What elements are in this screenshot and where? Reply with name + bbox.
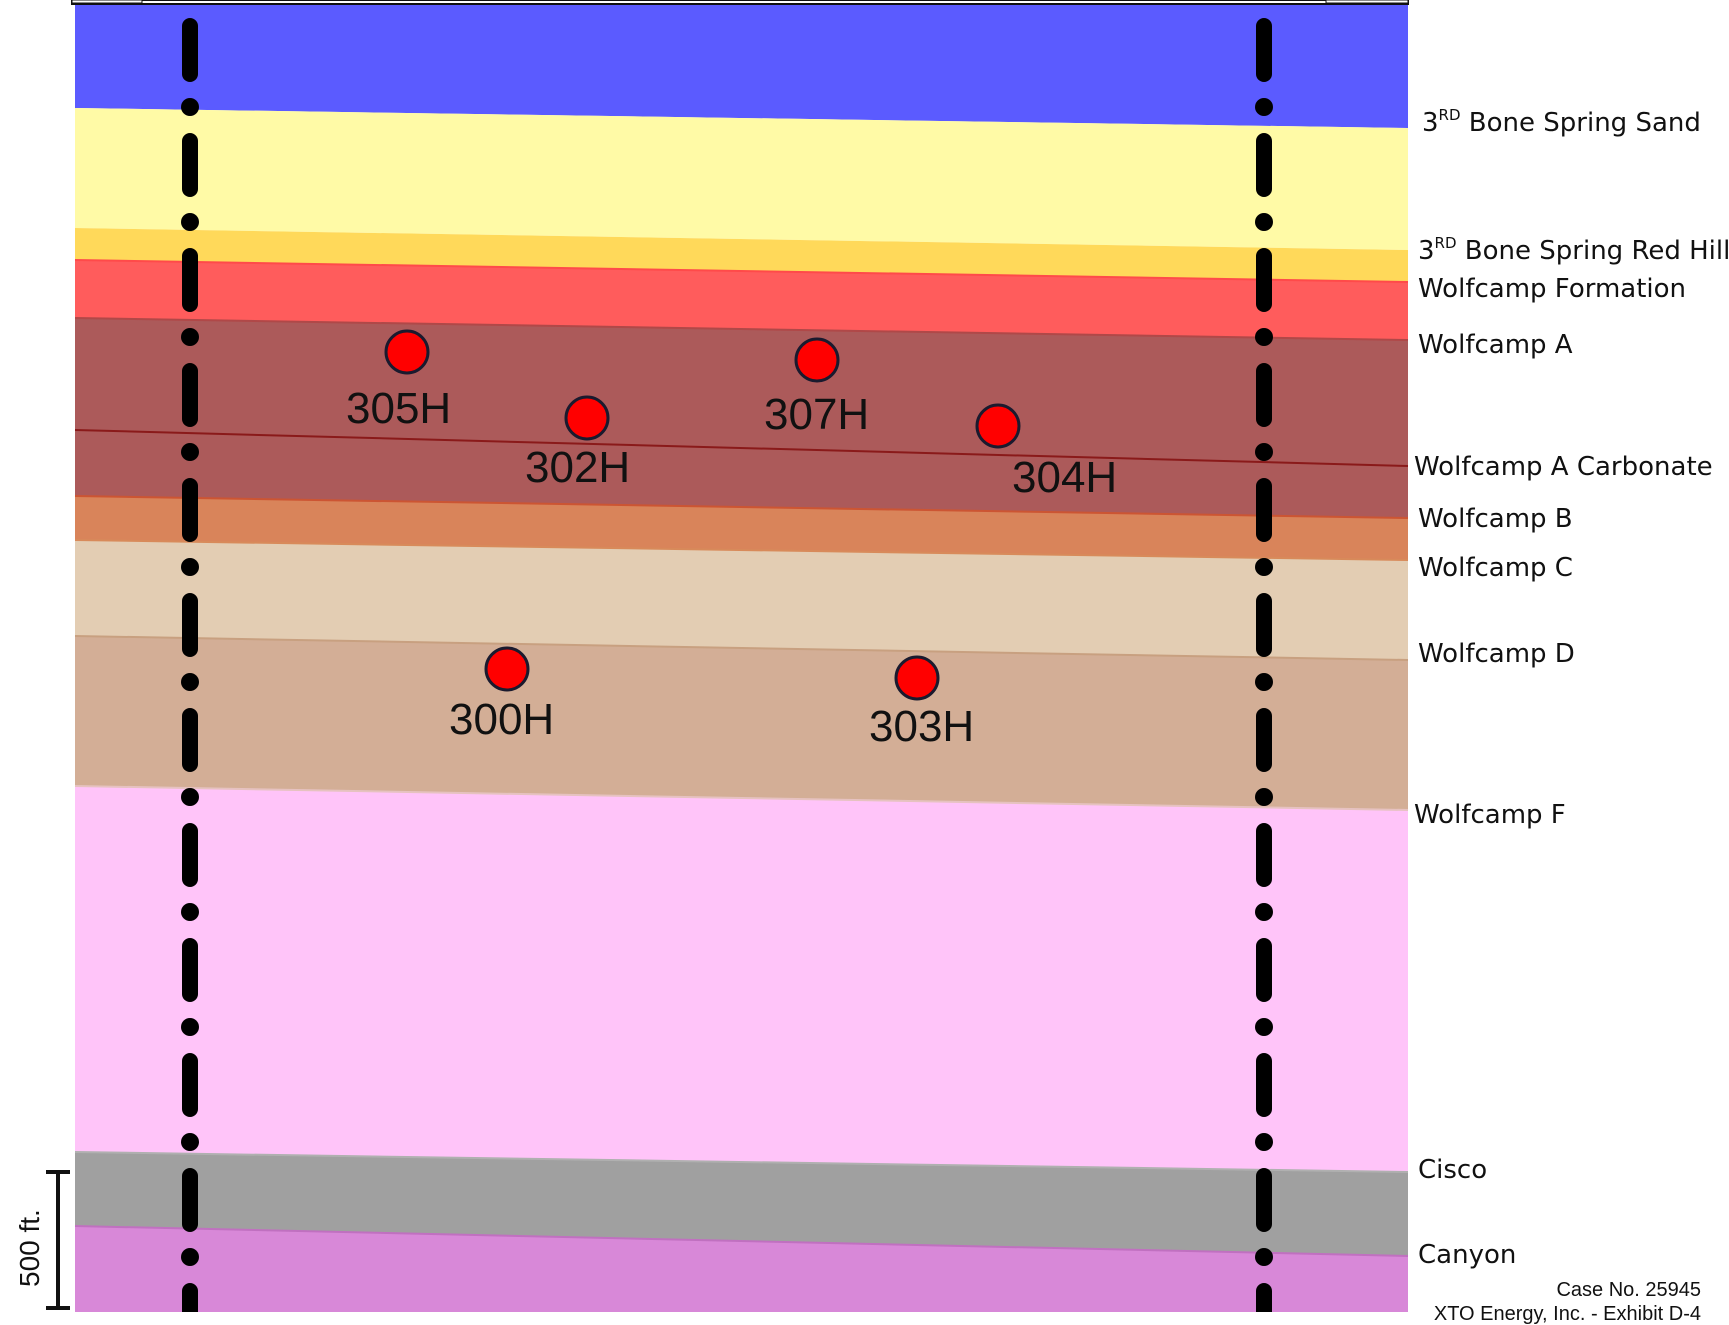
boundary-wolfcamp-formation (74, 259, 1409, 283)
boundary-canyon (74, 1225, 1409, 1257)
formation-label-third-bone-spring-red-hills: 3RD Bone Spring Red Hills (1418, 234, 1729, 266)
boundary-wolfcamp-a (74, 317, 1409, 341)
well-marker-300h (484, 646, 530, 692)
layer-third-bone-spring-sand (75, 108, 1408, 250)
formation-label-wolfcamp-a: Wolfcamp A (1418, 330, 1573, 360)
layer-wolfcamp-c (75, 540, 1408, 660)
formation-label-third-bone-spring-sand: 3RD Bone Spring Sand (1422, 106, 1701, 138)
formation-label-canyon: Canyon (1418, 1240, 1517, 1270)
layer-wolfcamp-a-carbonate (75, 430, 1408, 518)
well-label-303h: 303H (869, 702, 975, 751)
layer-above-bone-spring (75, 0, 1408, 128)
well-label-307h: 307H (764, 390, 870, 439)
formation-label-cisco: Cisco (1418, 1155, 1488, 1185)
boundary-wolfcamp-c (74, 539, 1409, 561)
formation-label-superscript: RD (1434, 234, 1457, 252)
layer-wolfcamp-formation (75, 260, 1408, 340)
layer-canyon (75, 1226, 1408, 1312)
formation-label-wolfcamp-a-carbonate: Wolfcamp A Carbonate (1414, 452, 1713, 482)
formation-label-wolfcamp-f: Wolfcamp F (1414, 800, 1566, 830)
layer-wolfcamp-f (75, 786, 1408, 1172)
well-label-302h: 302H (525, 443, 631, 492)
formation-label-superscript: RD (1438, 106, 1461, 124)
boundary-cisco (74, 1151, 1409, 1173)
formation-label-wolfcamp-c: Wolfcamp C (1418, 553, 1573, 583)
well-marker-304h (975, 403, 1021, 449)
well-label-300h: 300H (449, 695, 555, 744)
case-number: Case No. 25945 (1556, 1279, 1701, 1301)
well-label-305h: 305H (346, 384, 452, 433)
well-marker-305h (384, 329, 430, 375)
exhibit-label: XTO Energy, Inc. - Exhibit D-4 (1433, 1303, 1701, 1325)
formation-label-wolfcamp-b: Wolfcamp B (1418, 504, 1573, 534)
frame-top (71, 0, 1409, 5)
well-label-304h: 304H (1012, 453, 1118, 502)
well-marker-307h (794, 337, 840, 383)
boundary-wolfcamp-d (74, 635, 1409, 661)
boundary-wolfcamp-f (74, 785, 1409, 811)
layer-third-bone-spring-red-hills (75, 228, 1408, 282)
boundary-wolfcamp-a-carbonate (74, 429, 1409, 467)
scale-bar (46, 1170, 70, 1310)
formation-label-wolfcamp-formation: Wolfcamp Formation (1418, 274, 1687, 304)
layer-wolfcamp-d (75, 636, 1408, 810)
log-trace-right (1255, 18, 1273, 1312)
formation-label-wolfcamp-d: Wolfcamp D (1418, 639, 1575, 669)
well-marker-302h (564, 395, 610, 441)
boundary-wolfcamp-b (74, 495, 1409, 519)
log-trace-left (181, 18, 199, 1312)
scale-bar-label: 500 ft. (14, 1209, 45, 1287)
layer-cisco (75, 1152, 1408, 1256)
well-marker-303h (894, 655, 940, 701)
